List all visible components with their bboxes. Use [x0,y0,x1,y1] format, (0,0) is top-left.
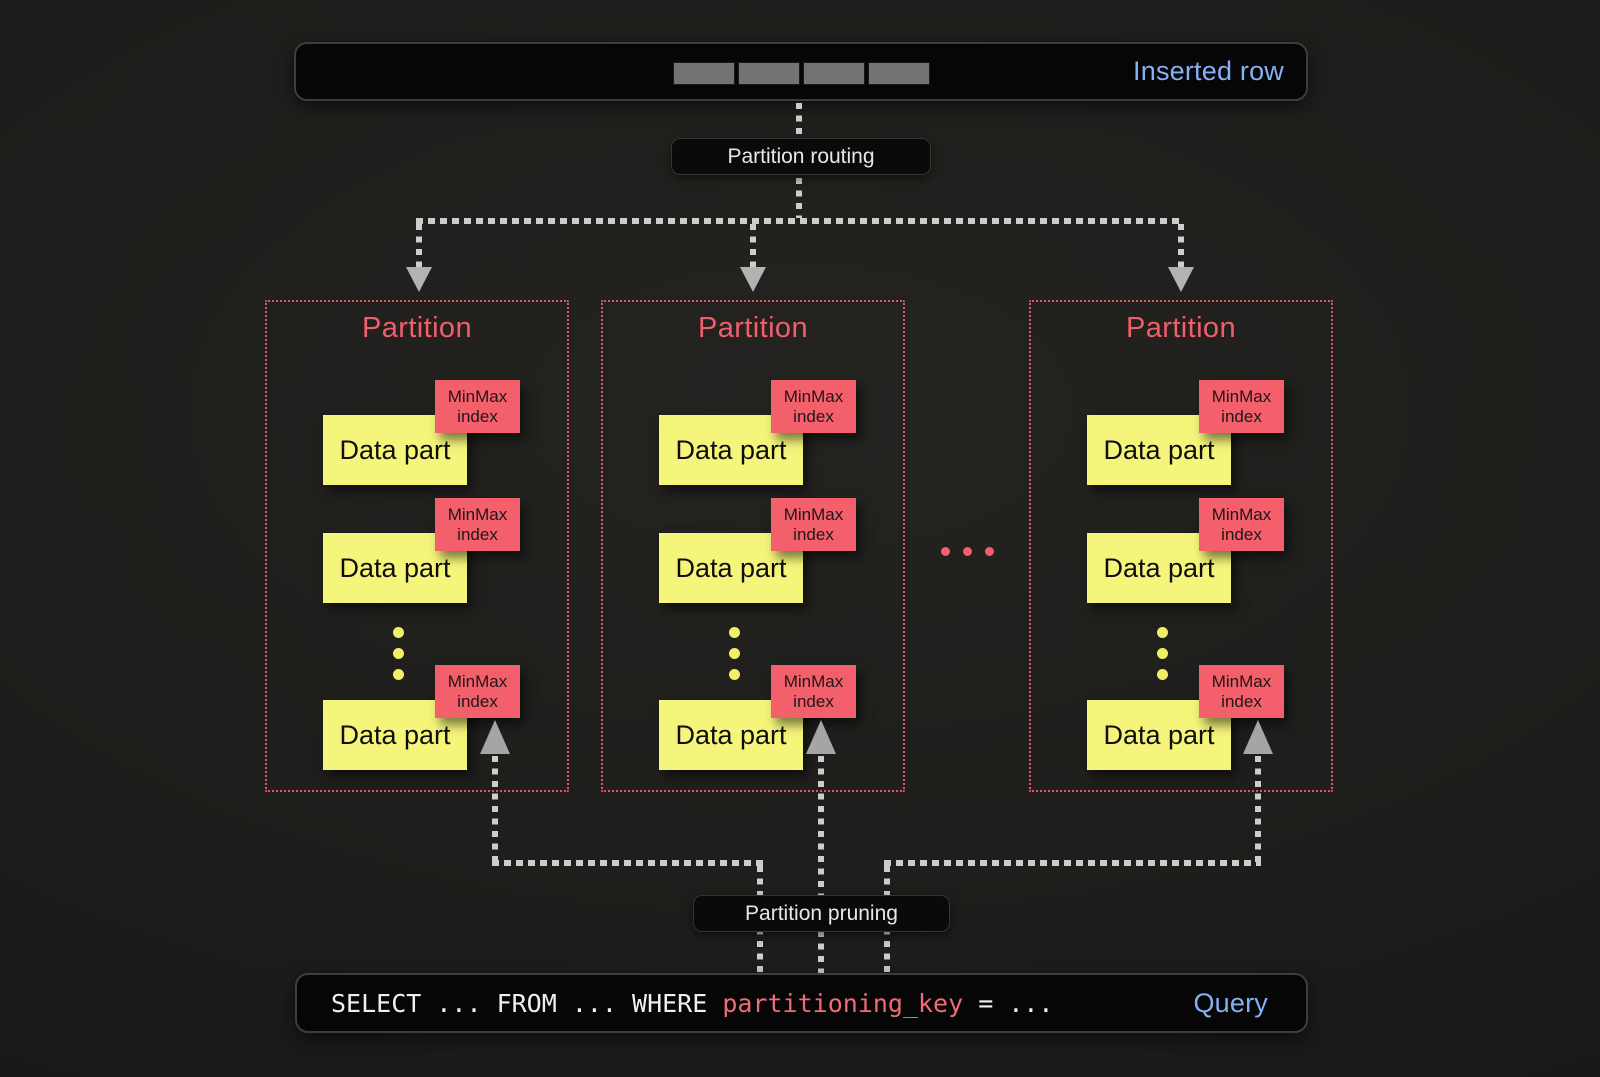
minmax-index-tag: MinMax index [1199,498,1284,551]
flow-line [796,103,802,136]
ellipsis-dot [1157,627,1168,638]
minmax-line: index [793,691,834,711]
minmax-line: MinMax [447,386,508,406]
minmax-index-tag: MinMax index [1199,665,1284,718]
minmax-line: MinMax [783,671,844,691]
row-cell [673,62,735,85]
partition-box: Partition MinMax index Data part MinMax … [265,300,569,792]
data-part-box: Data part [1087,533,1231,603]
flow-line [1178,224,1184,267]
ellipsis-dot [729,648,740,659]
minmax-line: index [793,524,834,544]
ellipsis-dot [963,547,972,556]
partition-title: Partition [698,312,808,344]
minmax-index-tag: MinMax index [435,380,520,433]
inserted-row-box: Inserted row [294,42,1308,101]
minmax-line: index [457,406,498,426]
minmax-index-tag: MinMax index [771,665,856,718]
query-box: SELECT ... FROM ... WHERE partitioning_k… [295,973,1308,1033]
flow-line [492,860,763,866]
row-cell [738,62,800,85]
minmax-line: index [1221,691,1262,711]
partition-title: Partition [362,312,472,344]
sql-suffix: = ... [963,988,1054,1018]
partition-box: Partition MinMax index Data part MinMax … [1029,300,1333,792]
minmax-line: MinMax [783,386,844,406]
minmax-line: MinMax [1211,671,1272,691]
partition-routing-label: Partition routing [671,138,931,175]
ellipsis-dot [729,627,740,638]
arrow-down-icon [740,267,766,292]
sql-prefix: SELECT ... FROM ... WHERE [331,988,723,1018]
ellipsis-dot [985,547,994,556]
ellipsis-dot [1157,669,1168,680]
ellipsis-dot [941,547,950,556]
partition-box: Partition MinMax index Data part MinMax … [601,300,905,792]
minmax-line: MinMax [447,504,508,524]
arrow-down-icon [1168,267,1194,292]
minmax-line: index [793,406,834,426]
ellipsis-dot [1157,648,1168,659]
data-part-box: Data part [323,533,467,603]
flow-line [416,218,1184,224]
minmax-line: index [457,691,498,711]
minmax-index-tag: MinMax index [435,665,520,718]
flow-line [796,178,802,218]
minmax-line: MinMax [1211,386,1272,406]
ellipsis-dot [393,669,404,680]
sql-partitioning-key: partitioning_key [722,988,964,1018]
query-label: Query [1193,987,1268,1018]
flow-line [1255,756,1261,866]
arrow-down-icon [406,267,432,292]
minmax-line: MinMax [1211,504,1272,524]
row-cells [673,62,930,85]
ellipsis-dot [729,669,740,680]
query-sql: SELECT ... FROM ... WHERE partitioning_k… [331,989,1053,1018]
flow-line [884,860,1261,866]
minmax-line: index [1221,524,1262,544]
partition-title: Partition [1126,312,1236,344]
minmax-index-tag: MinMax index [435,498,520,551]
minmax-line: index [457,524,498,544]
minmax-index-tag: MinMax index [771,498,856,551]
minmax-line: MinMax [783,504,844,524]
minmax-index-tag: MinMax index [1199,380,1284,433]
row-cell [868,62,930,85]
ellipsis-dot [393,648,404,659]
partition-pruning-label: Partition pruning [693,895,950,932]
more-parts-ellipsis [1157,627,1168,680]
minmax-line: index [1221,406,1262,426]
more-parts-ellipsis [729,627,740,680]
flow-line [818,756,824,973]
data-part-box: Data part [323,700,467,770]
minmax-index-tag: MinMax index [771,380,856,433]
flow-line [492,756,498,866]
more-partitions-ellipsis [941,547,994,556]
data-part-box: Data part [1087,700,1231,770]
more-parts-ellipsis [393,627,404,680]
inserted-row-label: Inserted row [1133,56,1284,86]
flow-line [750,224,756,267]
minmax-line: MinMax [447,671,508,691]
flow-line [416,224,422,267]
ellipsis-dot [393,627,404,638]
row-cell [803,62,865,85]
